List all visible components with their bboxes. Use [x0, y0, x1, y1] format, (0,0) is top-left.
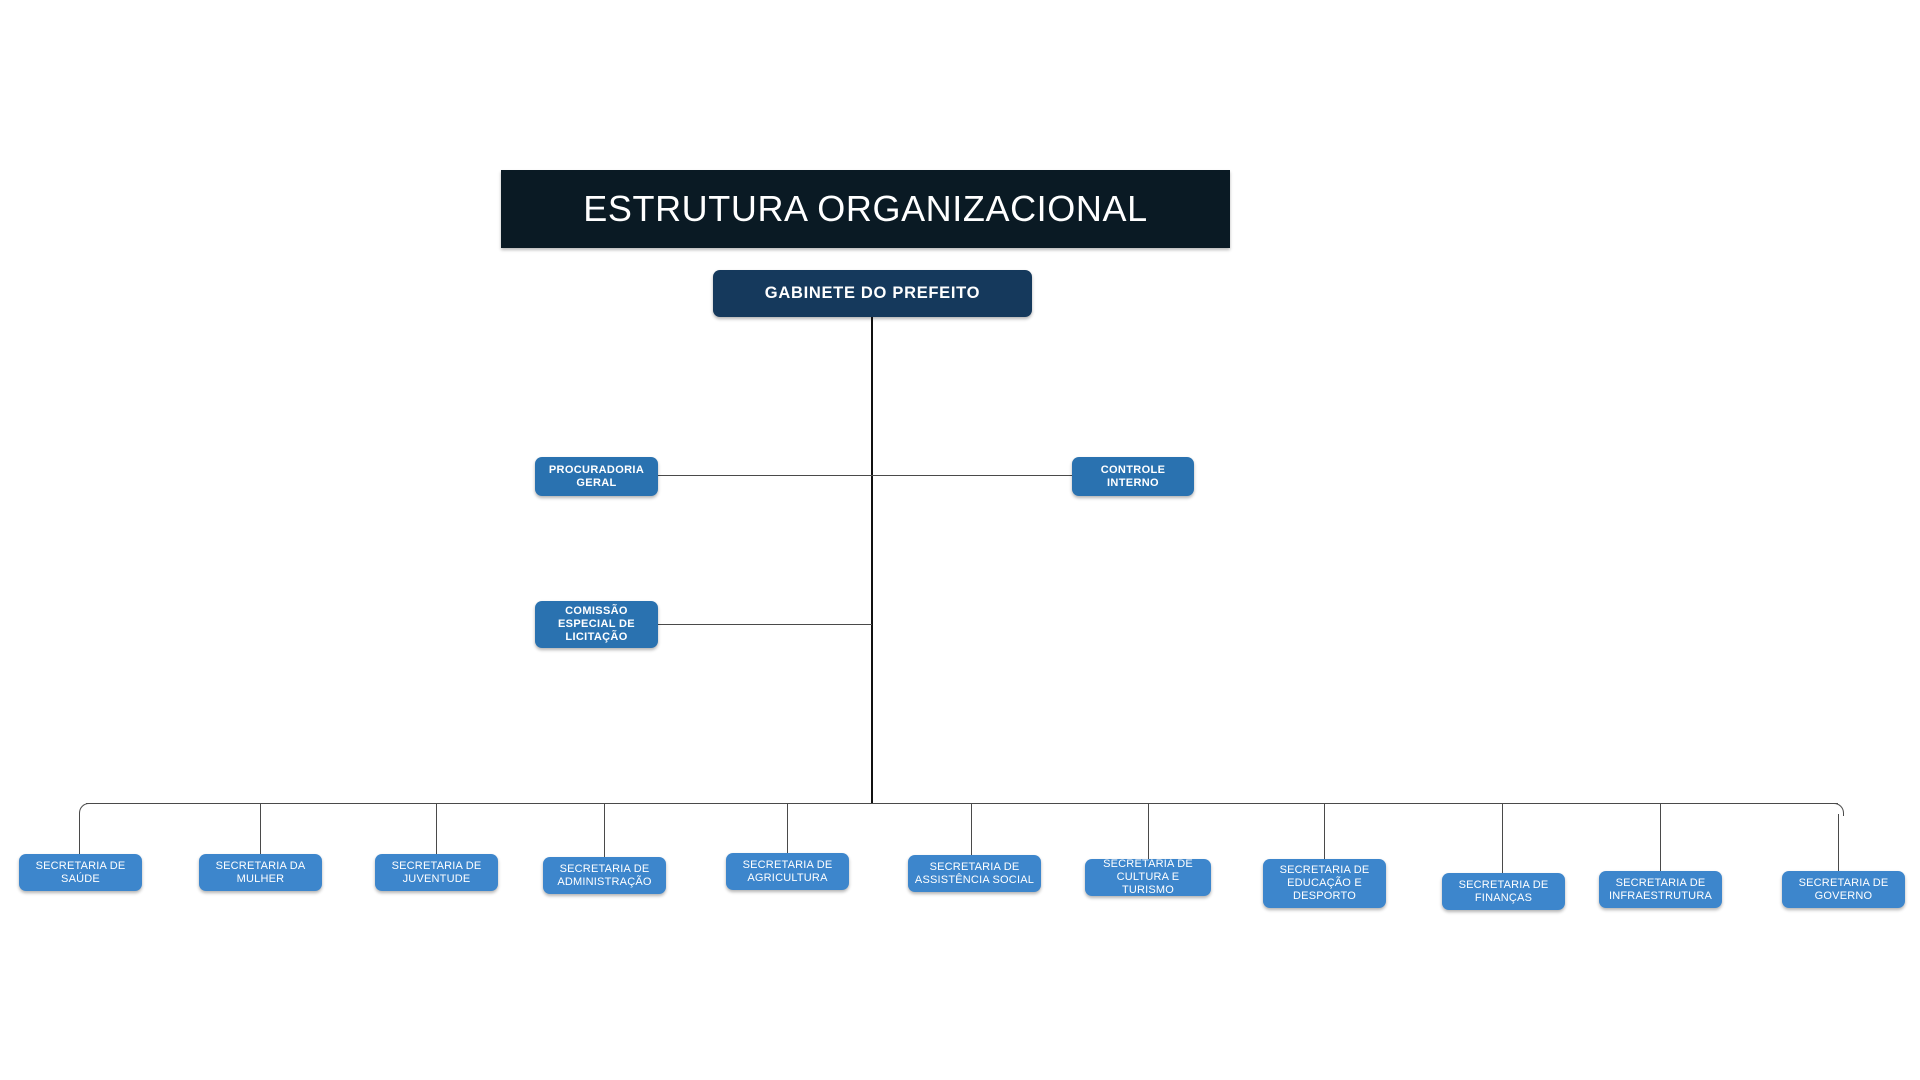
node-gabinete-do-prefeito[interactable]: GABINETE DO PREFEITO	[713, 270, 1032, 317]
connector-drop-financas	[1502, 804, 1504, 873]
node-label: CONTROLE INTERNO	[1100, 463, 1166, 489]
connector-controle-interno	[872, 475, 1072, 476]
node-label: GABINETE DO PREFEITO	[764, 283, 981, 302]
connector-drop-infraestrutura	[1660, 804, 1662, 871]
connector-comissao-licitacao	[658, 624, 872, 625]
connector-drop-governo	[1838, 814, 1840, 871]
connector-drop-mulher	[260, 804, 262, 854]
connector-drop-educacao-desporto	[1324, 804, 1326, 859]
connector-bus-corner-right	[1831, 803, 1844, 816]
connector-drop-agricultura	[787, 804, 789, 853]
node-label: PROCURADORIA GERAL	[548, 463, 645, 489]
connector-procuradoria-geral	[658, 475, 872, 476]
page-title: ESTRUTURA ORGANIZACIONAL	[583, 188, 1148, 229]
connector-drop-saude	[79, 814, 81, 854]
connector-drop-assistencia-social	[971, 804, 973, 855]
chart-title-banner: ESTRUTURA ORGANIZACIONAL	[501, 170, 1230, 248]
node-label: COMISSÃO ESPECIAL DE LICITAÇÃO	[558, 605, 635, 643]
connector-bus-corner-left	[79, 803, 92, 816]
connector-department-bus	[86, 803, 1838, 805]
node-procuradoria-geral[interactable]: PROCURADORIA GERAL	[535, 457, 658, 496]
node-comissao-especial-de-licitacao[interactable]: COMISSÃO ESPECIAL DE LICITAÇÃO	[535, 601, 658, 648]
connector-drop-cultura-turismo	[1148, 804, 1150, 859]
connector-main-stem	[871, 317, 873, 804]
node-controle-interno[interactable]: CONTROLE INTERNO	[1072, 457, 1194, 496]
connector-drop-administracao	[604, 804, 606, 857]
connector-drop-juventude	[436, 804, 438, 854]
